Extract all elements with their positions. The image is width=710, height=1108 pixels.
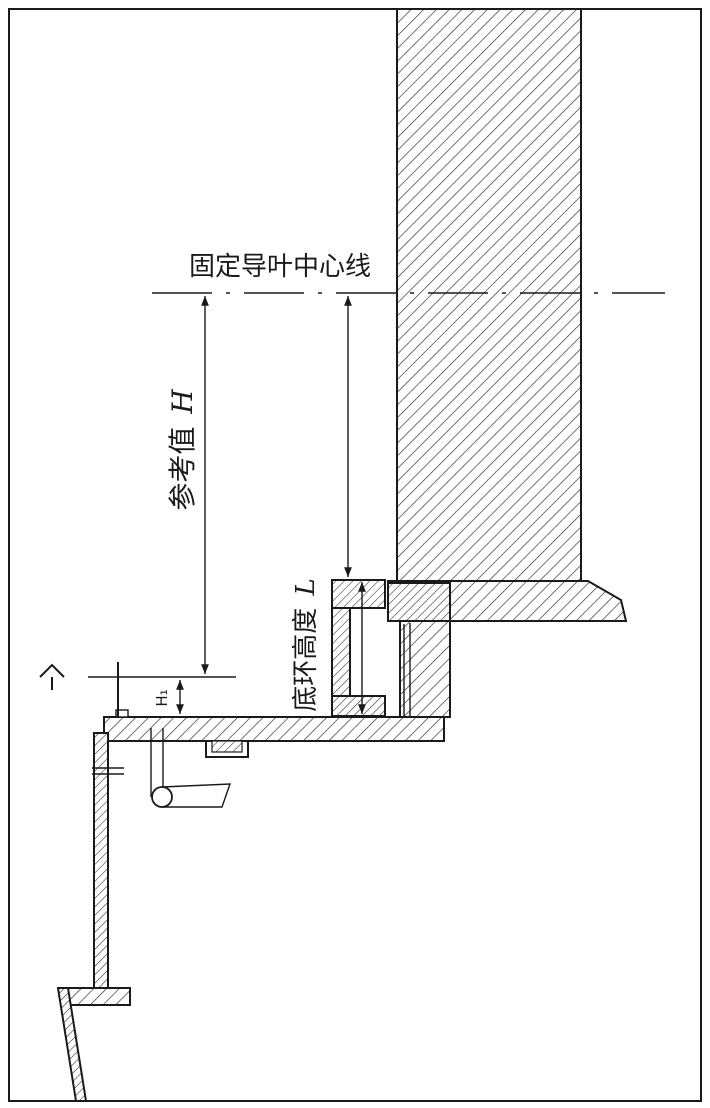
- reference-label-text: 参考值: [166, 427, 199, 511]
- drawing-frame: [8, 8, 702, 1102]
- support-beam: [103, 716, 445, 742]
- reference-symbol: H: [166, 389, 199, 415]
- reference-label: 参考值 H: [166, 389, 199, 511]
- flange-inner-block: [387, 582, 451, 622]
- sloped-liner: [56, 987, 88, 1102]
- plumb-weight: [151, 786, 173, 808]
- ring-label: 底环高度 L: [291, 578, 321, 712]
- h1-label: H₁: [153, 689, 171, 706]
- plumb-line: [150, 728, 232, 808]
- ring-symbol: L: [291, 578, 321, 596]
- stay-ring-column: [396, 8, 582, 582]
- ring-dimension-L: [344, 296, 405, 716]
- left-wall: [93, 732, 109, 989]
- beam-clamp: [205, 740, 249, 758]
- gauge-block: [115, 709, 129, 718]
- discharge-ring: [399, 620, 451, 718]
- centerline-label: 固定导叶中心线: [189, 252, 371, 282]
- bottom-ring: [331, 579, 386, 717]
- base-foot: [61, 987, 131, 1006]
- elevation-symbol: [39, 663, 236, 690]
- ring-label-text: 底环高度: [291, 608, 321, 712]
